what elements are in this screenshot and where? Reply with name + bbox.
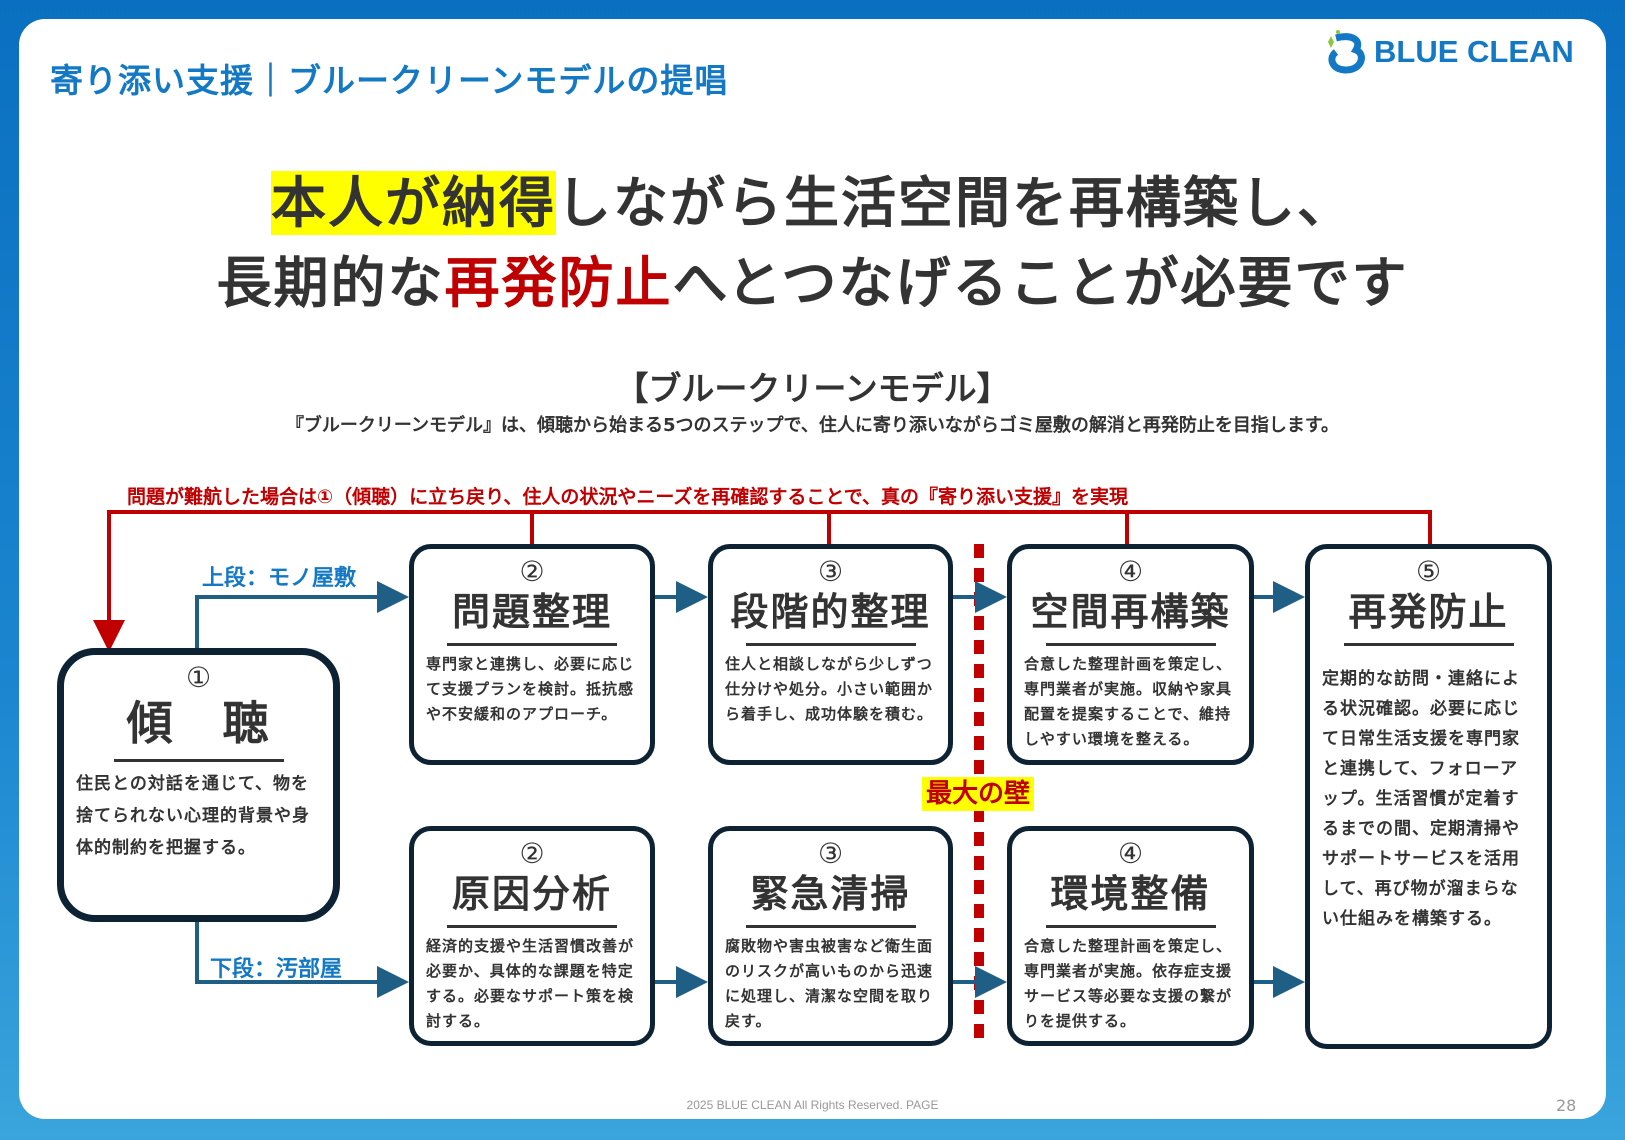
step-1-listening: ① 傾 聴 住民との対話を通じて、物を捨てられない心理的背景や身体的制約を把握す… [57,648,340,922]
headline-highlight: 本人が納得 [270,171,556,235]
step-title: 再発防止 [1348,590,1509,634]
step-desc: 住人と相談しながら少しずつ仕分けや処分。小さい範囲から着手し、成功体験を積む。 [725,655,934,723]
divider [447,643,617,646]
step-number: ② [519,555,545,588]
divider [745,643,916,646]
step-title: 環境整備 [1050,872,1211,916]
step-number: ② [519,837,545,870]
headline-red: 再発防止 [444,251,673,315]
logo: BLUE CLEAN [1322,28,1574,76]
step-title: 原因分析 [451,872,612,916]
step-number: ③ [817,837,844,870]
step-number: ① [185,661,212,694]
step-desc: 合意した整理計画を策定し、専門業者が実施。収納や家具配置を提案することで、維持し… [1024,655,1233,748]
divider [1343,643,1514,646]
biggest-wall-label: 最大の壁 [922,777,1035,811]
logo-b-icon [1322,28,1370,76]
headline-text: 長期的な [216,251,445,315]
step-desc: 腐敗物や害虫被害など衛生面のリスクが高いものから迅速に処理し、清潔な空間を取り戻… [725,937,934,1030]
loop-back-line [93,510,1432,652]
step-number: ⑤ [1415,555,1442,588]
headline-line2: 長期的な再発防止へとつなげることが必要です [0,238,1625,318]
page-number: 28 [1556,1096,1577,1115]
lower-track-label: 下段：汚部屋 [210,957,343,982]
step-title: 空間再構築 [1030,590,1231,634]
step-number: ③ [817,555,844,588]
divider [113,759,284,762]
divider [1045,925,1216,928]
divider [447,925,617,928]
step-desc: 合意した整理計画を策定し、専門業者が実施。依存症支援サービス等必要な支援の繋がり… [1024,937,1233,1030]
headline-text: しながら生活空間を再構築し、 [556,171,1355,235]
step-desc: 住民との対話を通じて、物を捨てられない心理的背景や身体的制約を把握する。 [76,774,310,858]
headline-line1: 本人が納得しながら生活空間を再構築し、 [0,158,1625,238]
loop-back-text: 問題が難航した場合は①（傾聴）に立ち戻り、住人の状況やニーズを再確認することで、… [127,486,1129,508]
headline-text: へとつなげることが必要です [672,251,1409,315]
divider [1045,643,1216,646]
logo-text: BLUE CLEAN [1374,34,1574,69]
divider [745,925,916,928]
footer-copyright: 2025 BLUE CLEAN All Rights Reserved. PAG… [686,1098,939,1112]
step-desc: 経済的支援や生活習慣改善が必要か、具体的な課題を特定する。必要なサポート策を検討… [426,937,635,1030]
step-title: 段階的整理 [730,590,931,634]
step-number: ④ [1117,555,1144,588]
step-title: 問題整理 [451,590,612,634]
model-subtitle: 『ブルークリーンモデル』は、傾聴から始まる5つのステップで、住人に寄り添いながら… [285,415,1340,436]
step-title: 緊急清掃 [750,872,911,916]
step-desc: 専門家と連携し、必要に応じて支援プランを検討。抵抗感や不安緩和のアプローチ。 [426,655,635,723]
step-desc: 定期的な訪問・連絡による状況確認。必要に応じて日常生活支援を専門家と連携して、フ… [1322,669,1520,929]
model-title: 【ブルークリーンモデル】 [615,369,1010,408]
step-number: ④ [1117,837,1144,870]
upper-track-label: 上段：モノ屋敷 [202,566,357,591]
step-title: 傾 聴 [126,696,271,750]
flow-arrows [195,581,1305,998]
slide-title: 寄り添い支援｜ブルークリーンモデルの提唱 [50,61,729,100]
